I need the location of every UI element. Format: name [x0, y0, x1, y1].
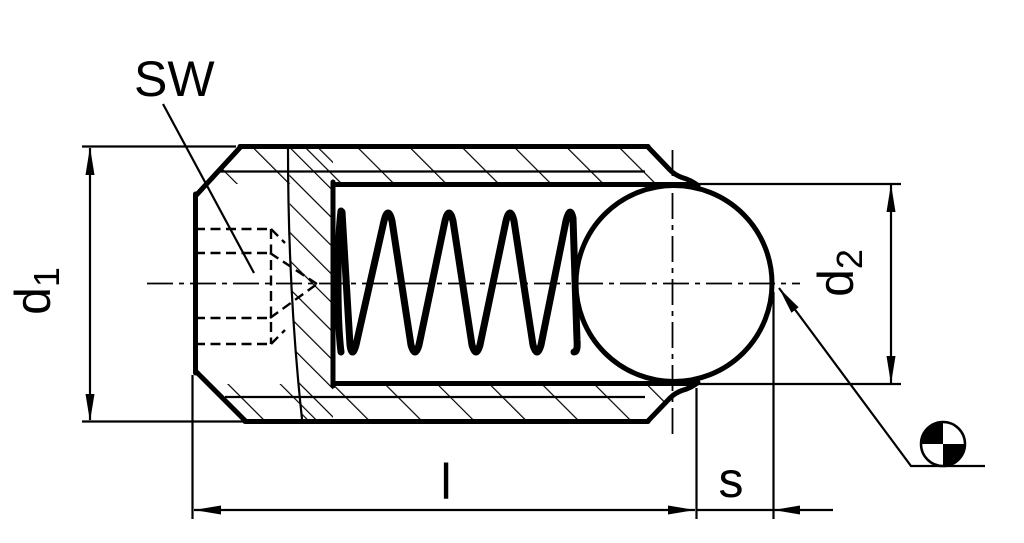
datum-target — [778, 287, 985, 468]
d2-arrow-down — [886, 356, 896, 384]
d1-label: d1 — [5, 267, 67, 315]
d2-arrow-up — [886, 184, 896, 212]
hex-flat-curve — [286, 148, 304, 420]
datum-quadrant-bottom-right — [943, 444, 965, 466]
chamfer-bottom-left — [193, 368, 249, 424]
datum-leader-line — [778, 287, 985, 468]
centerlines — [147, 150, 800, 437]
s-arrow-left — [773, 505, 800, 515]
s-label: s — [719, 452, 744, 508]
dimension-d1: d1 — [5, 145, 243, 423]
dimension-l: l — [191, 375, 698, 519]
socket-chamfer-top — [270, 228, 286, 244]
d1-arrow-up — [85, 147, 95, 175]
pilot-cone-bottom — [269, 283, 318, 319]
chamfer-top-left — [193, 144, 244, 199]
l-arrow-left — [194, 505, 221, 515]
dimension-d2: d2 — [694, 182, 901, 386]
hex-socket-hidden-lines — [195, 227, 318, 346]
body-outline — [193, 144, 701, 424]
retaining-lip-top — [645, 144, 701, 188]
thread-lines — [219, 148, 645, 420]
hatch-bottom-band — [208, 384, 694, 421]
compression-spring — [334, 207, 581, 356]
l-label: l — [440, 454, 451, 510]
d1-arrow-down — [85, 394, 95, 422]
dimension-s: s — [696, 292, 833, 519]
sw-label: SW — [134, 51, 215, 107]
sw-leader-line — [162, 103, 255, 274]
spring-coils — [338, 208, 581, 356]
d2-label: d2 — [808, 249, 870, 297]
socket-chamfer-bottom — [270, 329, 286, 345]
datum-quadrant-top-left — [921, 422, 943, 444]
datum-leader-arrow — [779, 288, 799, 313]
l-arrow-right — [668, 505, 695, 515]
retaining-lip-bottom — [645, 380, 701, 424]
datum-target-icon — [919, 420, 967, 468]
pilot-cone-top — [269, 251, 318, 286]
